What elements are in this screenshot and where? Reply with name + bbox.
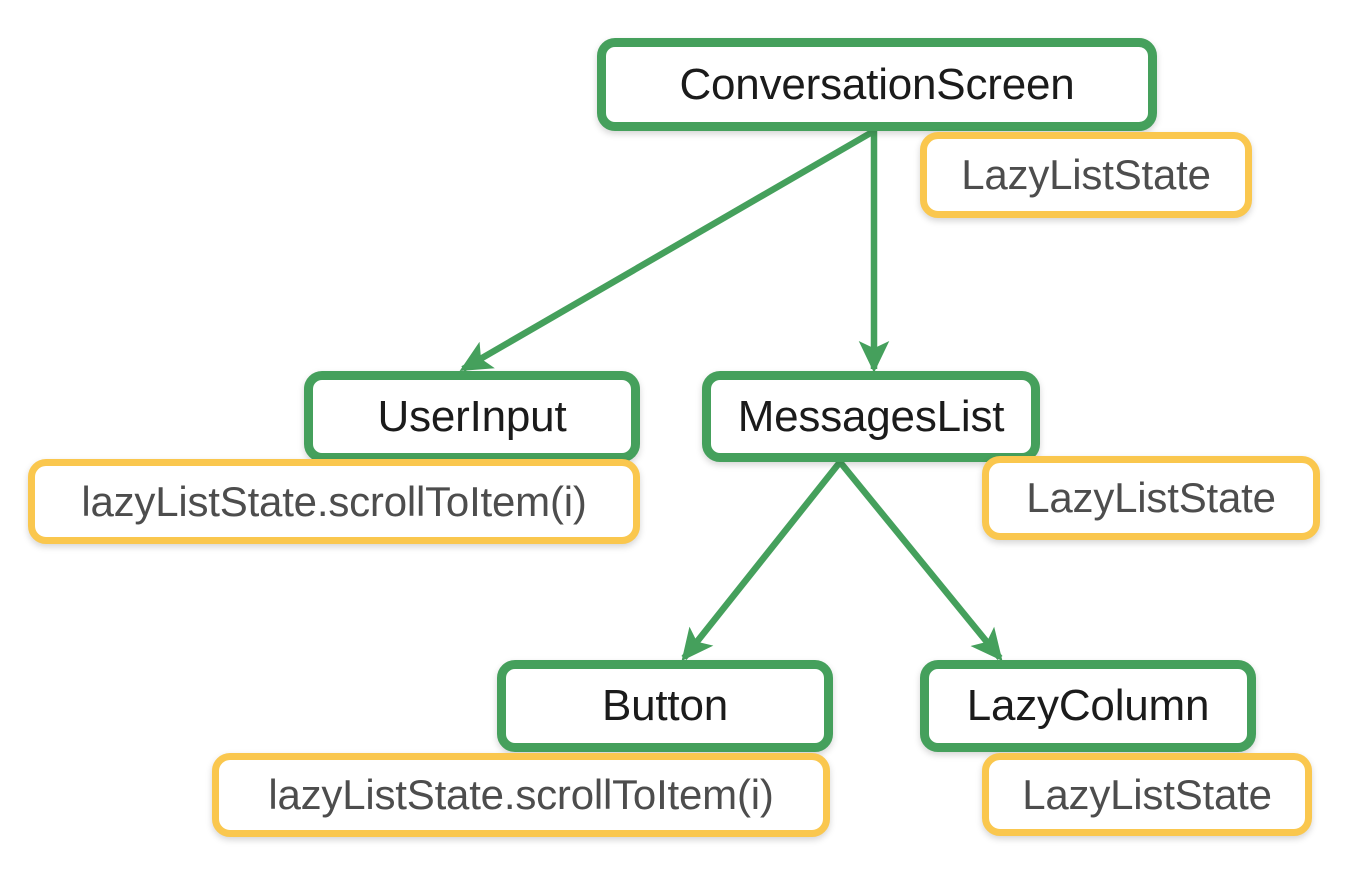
node-label-user-input: UserInput	[377, 391, 567, 441]
node-label-lazyliststate-messages-list: LazyListState	[1026, 474, 1276, 521]
node-lazyliststate-lazy-column[interactable]: LazyListState	[982, 753, 1312, 836]
node-label-scrolltoitem-button: lazyListState.scrollToItem(i)	[268, 771, 774, 818]
node-label-conversation-screen: ConversationScreen	[679, 59, 1075, 109]
node-lazyliststate-messages-list[interactable]: LazyListState	[982, 456, 1320, 540]
node-label-scrolltoitem-user-input: lazyListState.scrollToItem(i)	[81, 477, 587, 525]
edge-messageslist-to-lazycolumn	[837, 459, 1003, 662]
node-messages-list[interactable]: MessagesList	[702, 371, 1040, 462]
node-label-lazyliststate-conversation-screen: LazyListState	[961, 151, 1211, 198]
node-scrolltoitem-user-input[interactable]: lazyListState.scrollToItem(i)	[28, 459, 640, 544]
node-label-lazy-column: LazyColumn	[966, 681, 1210, 730]
edge-messageslist-to-button	[681, 459, 843, 662]
node-button[interactable]: Button	[497, 660, 833, 752]
node-label-button: Button	[601, 681, 728, 730]
node-user-input[interactable]: UserInput	[304, 371, 640, 462]
node-lazyliststate-conversation-screen[interactable]: LazyListState	[920, 132, 1252, 218]
node-scrolltoitem-button[interactable]: lazyListState.scrollToItem(i)	[212, 753, 830, 837]
node-lazy-column[interactable]: LazyColumn	[920, 660, 1256, 752]
edge-screen-to-userinput	[459, 128, 876, 372]
node-conversation-screen[interactable]: ConversationScreen	[597, 38, 1157, 131]
node-label-messages-list: MessagesList	[737, 391, 1005, 441]
node-label-lazyliststate-lazy-column: LazyListState	[1022, 770, 1272, 818]
